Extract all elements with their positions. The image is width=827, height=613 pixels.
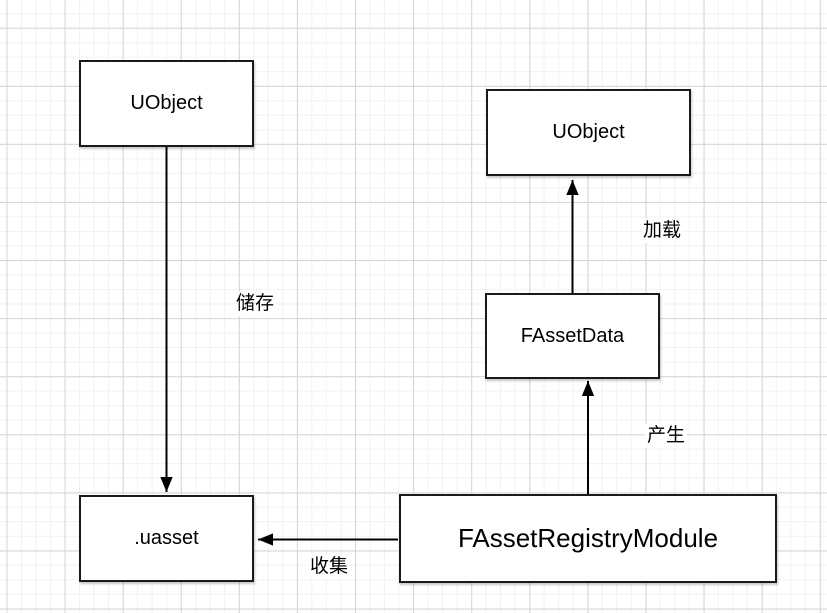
node-fassetregistrymodule[interactable]: FAssetRegistryModule [399, 494, 777, 583]
node-label: UObject [552, 121, 625, 143]
edge-label-collect[interactable]: 收集 [308, 555, 351, 579]
node-label: UObject [130, 92, 203, 114]
node-uobject-left[interactable]: UObject [79, 60, 254, 147]
node-uobject-right[interactable]: UObject [486, 89, 691, 176]
edge-label-load[interactable]: 加载 [641, 219, 684, 243]
node-label: FAssetData [520, 324, 625, 347]
edge-label-produce[interactable]: 产生 [645, 424, 688, 448]
node-fassetdata[interactable]: FAssetData [485, 293, 660, 379]
node-uasset[interactable]: .uasset [79, 495, 254, 582]
node-label: FAssetRegistryModule [457, 523, 719, 553]
edge-label-store[interactable]: 储存 [234, 292, 277, 316]
node-label: .uasset [134, 527, 199, 549]
